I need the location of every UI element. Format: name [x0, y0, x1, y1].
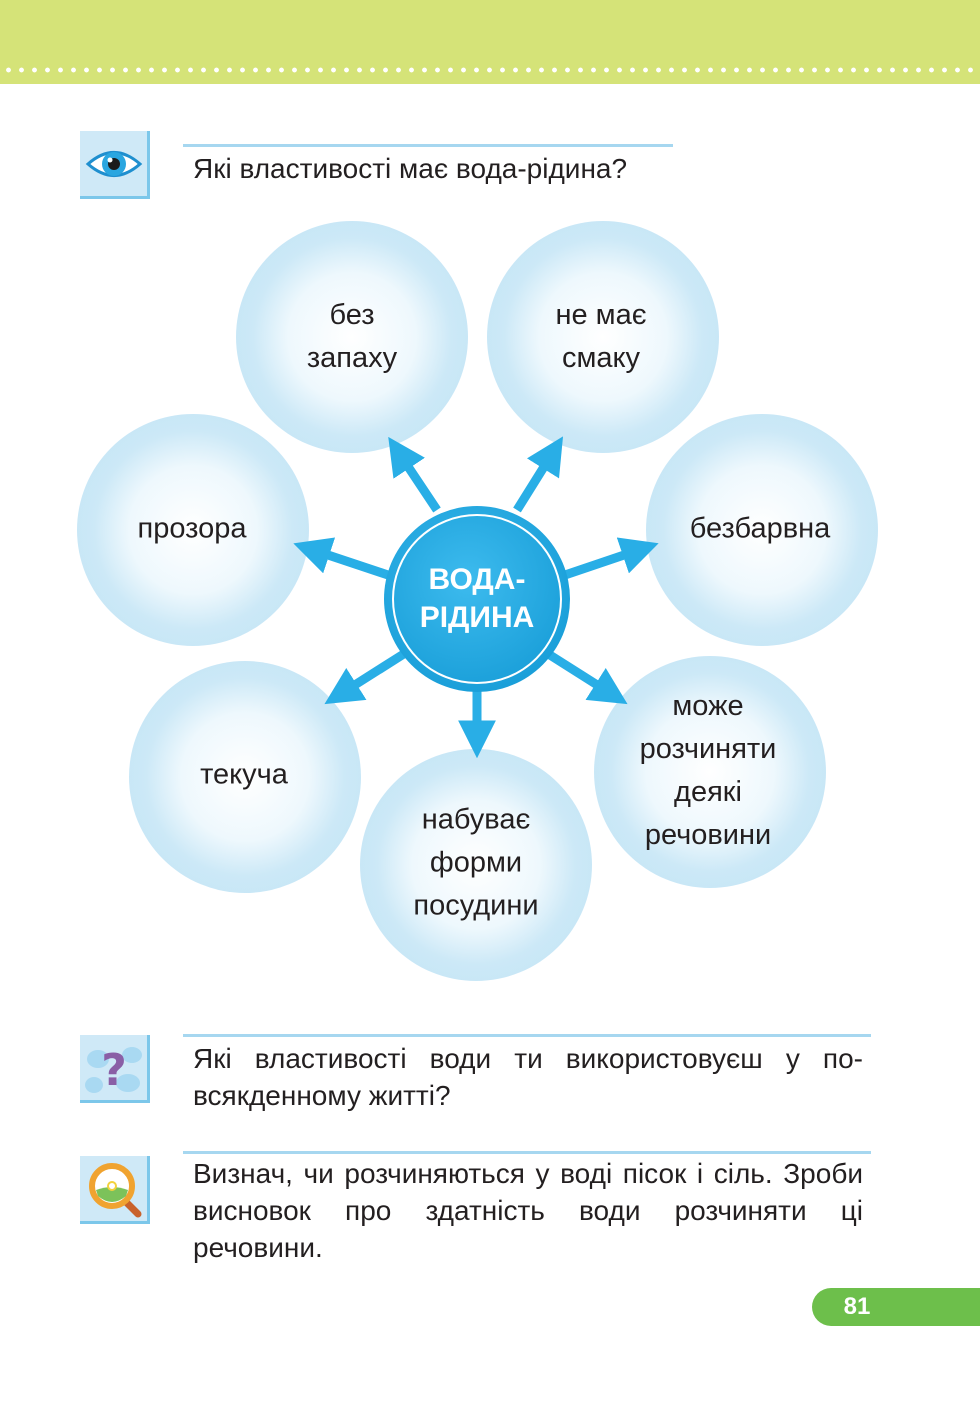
- page-number: 81: [843, 1293, 871, 1320]
- bubble-label-transparent: прозора: [138, 508, 247, 551]
- center-label-line: РІДИНА: [419, 601, 535, 634]
- section-icon-box: ?: [80, 1035, 150, 1103]
- bubble-label-fluid: текуча: [200, 754, 288, 797]
- arrow-to-no-smell: [388, 436, 441, 513]
- arrow-to-dissolves: [539, 646, 628, 705]
- center-circle: [384, 506, 570, 692]
- bubble-label-line: безбарвна: [689, 512, 831, 545]
- bubble-no-smell: [236, 221, 468, 453]
- header-dotted-line: [0, 66, 980, 74]
- bubble-label-line: набуває: [421, 803, 531, 836]
- bubble-label-line: смаку: [561, 342, 641, 374]
- eye-icon: [85, 151, 143, 177]
- bubble-label-line: форми: [429, 846, 523, 879]
- question-mark-icon: ?: [85, 1045, 142, 1096]
- bubble-label-line: розчиняти: [639, 733, 777, 765]
- section-icon-box: [80, 1156, 150, 1224]
- bubble-label-line: посудини: [413, 889, 539, 922]
- bubble-colorless: [646, 414, 878, 646]
- section-rule: [183, 1034, 871, 1037]
- properties-diagram: без запаху не має смаку прозора безбарвн…: [0, 210, 980, 1000]
- diagram-graphics: [77, 221, 878, 981]
- section-rule: [183, 144, 673, 147]
- svg-text:?: ?: [101, 1045, 127, 1096]
- bubble-transparent: [77, 414, 309, 646]
- question-text: Які властивості має вода-рідина?: [193, 153, 628, 184]
- arrow-to-fluid: [324, 646, 413, 705]
- arrow-to-no-taste: [513, 436, 564, 513]
- bubble-label-line: речовини: [644, 819, 772, 851]
- bubble-label-line: деякі: [674, 776, 742, 808]
- bubble-fluid: [129, 661, 361, 893]
- bubble-label-line: не має: [555, 299, 647, 331]
- bubble-label-line: текуча: [200, 758, 288, 791]
- arrow-to-transparent: [293, 537, 390, 580]
- center-label: ВОДА- РІДИНА: [420, 561, 535, 637]
- bubble-takes-shape: [360, 749, 592, 981]
- task-text: Визнач, чи розчиняються у воді пісок і с…: [193, 1158, 863, 1263]
- section-icon-box: [80, 131, 150, 199]
- bubble-label-line: без: [329, 299, 375, 331]
- center-circle-ring: [392, 514, 562, 684]
- question-text: Які властивості води ти використовуєш у …: [193, 1043, 863, 1111]
- bubble-dissolves: [594, 656, 826, 888]
- center-label-line: ВОДА-: [428, 563, 526, 596]
- magnifier-icon: [89, 1163, 142, 1218]
- bubble-label-no-taste: не має смаку: [555, 294, 646, 380]
- arrow-to-colorless: [563, 537, 659, 580]
- bubble-no-taste: [487, 221, 719, 453]
- bubble-label-line: прозора: [137, 512, 247, 545]
- bubble-label-dissolves: може розчиняти деякі речовини: [640, 685, 777, 857]
- bubble-label-line: може: [672, 690, 744, 722]
- bubble-label-line: запаху: [306, 342, 398, 374]
- bubble-label-colorless: безбарвна: [690, 508, 831, 551]
- bubble-label-no-smell: без запаху: [307, 294, 397, 380]
- section-rule: [183, 1151, 871, 1154]
- bubble-label-takes-shape: набуває форми посудини: [413, 799, 538, 928]
- page-number-tab: [812, 1288, 980, 1326]
